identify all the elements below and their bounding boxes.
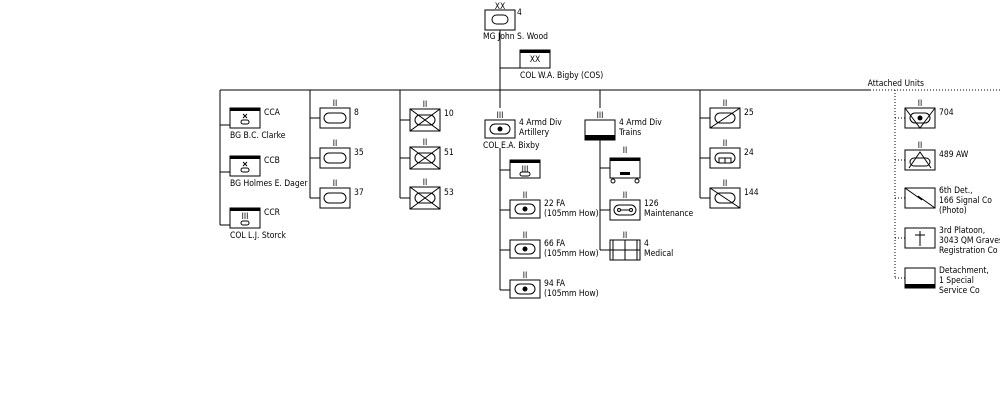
size-marker: III <box>597 111 604 121</box>
size-marker: II <box>523 231 528 241</box>
size-marker: II <box>623 231 628 241</box>
unit-label-line2: 3043 QM Graves <box>939 236 1000 246</box>
unit-number: 53 <box>444 188 454 198</box>
unit-name-line2: Artillery <box>519 128 550 138</box>
unit-name-line2: Trains <box>618 128 641 138</box>
division-trains-node: III 4 Armd Div Trains <box>584 111 662 141</box>
unit-label-line1: 6th Det., <box>939 186 973 196</box>
size-marker: II <box>333 179 338 189</box>
combat-command-ccr: III CCR COL L.J. Storck <box>229 207 287 241</box>
attached-aw-battalion-489: II 489 AW <box>904 141 969 171</box>
unit-label-line2: (105mm How) <box>544 289 599 299</box>
unit-number: 10 <box>444 109 454 119</box>
unit-number: 8 <box>354 108 359 118</box>
unit-label-line2: (105mm How) <box>544 249 599 259</box>
engineer-battalion-24: II 24 <box>709 139 754 169</box>
attached-graves-registration-platoon: 3rd Platoon, 3043 QM Graves Registration… <box>904 226 1000 256</box>
commander-label: BG B.C. Clarke <box>230 131 286 141</box>
unit-name-line1: 4 Armd Div <box>519 118 562 128</box>
infantry-battalion-51: II 51 <box>409 138 454 170</box>
unit-name: CCA <box>264 108 281 118</box>
unit-label-line3: (Photo) <box>939 206 967 216</box>
size-marker: II <box>723 99 728 109</box>
size-marker: II <box>723 179 728 189</box>
attached-signal-detachment: 6th Det., 166 Signal Co (Photo) <box>904 186 992 216</box>
unit-label-line2: 166 Signal Co <box>939 196 992 206</box>
attached-units-label: Attached Units <box>868 79 924 89</box>
size-marker: II <box>918 141 923 151</box>
commander-label: COL L.J. Storck <box>230 231 287 241</box>
unit-label-line1: 489 AW <box>939 150 969 160</box>
size-marker: XX <box>495 2 505 12</box>
unit-number: 24 <box>744 148 754 158</box>
size-marker: II <box>423 138 428 148</box>
unit-label-line3: Registration Co <box>939 246 998 256</box>
tank-battalion-35: II 35 <box>319 139 364 169</box>
aaa-battalion-144: II 144 <box>709 179 759 209</box>
connector-lines <box>219 30 1000 291</box>
unit-label-line1: 4 <box>644 239 649 249</box>
size-marker: II <box>523 271 528 281</box>
field-artillery-22: II 22 FA (105mm How) <box>509 191 599 219</box>
division-hq-node: XX 4 MG John S. Wood <box>483 2 548 42</box>
unit-label-line1: Detachment, <box>939 266 989 276</box>
infantry-battalion-10: II 10 <box>409 100 454 132</box>
unit-label-line2: 1 Special <box>939 276 974 286</box>
maintenance-battalion-126: II 126 Maintenance <box>609 191 694 221</box>
unit-number: 37 <box>354 188 364 198</box>
unit-label-line2: Medical <box>644 249 673 259</box>
commander-label: MG John S. Wood <box>483 32 548 42</box>
size-marker: II <box>723 139 728 149</box>
unit-label-line1: 94 FA <box>544 279 566 289</box>
unit-label-line1: 126 <box>644 199 659 209</box>
commander-label: COL W.A. Bigby (COS) <box>520 71 603 81</box>
cavalry-squadron-25: II 25 <box>709 99 754 129</box>
tank-battalion-37: II 37 <box>319 179 364 209</box>
unit-name-line1: 4 Armd Div <box>619 118 662 128</box>
size-marker: II <box>623 146 628 156</box>
size-marker: XX <box>530 55 540 65</box>
unit-number: 144 <box>744 188 759 198</box>
size-marker: II <box>918 99 923 109</box>
unit-label-line2: (105mm How) <box>544 209 599 219</box>
commander-label: COL E.A. Bixby <box>483 141 540 151</box>
size-marker: II <box>423 178 428 188</box>
field-artillery-94: II 94 FA (105mm How) <box>509 271 599 299</box>
size-marker: III <box>497 111 504 121</box>
infantry-battalion-53: II 53 <box>409 178 454 210</box>
medical-battalion-4: II 4 Medical <box>609 231 673 261</box>
chief-of-staff-node: XX COL W.A. Bigby (COS) <box>519 49 603 81</box>
size-marker: II <box>523 191 528 201</box>
size-marker: II <box>333 139 338 149</box>
attached-special-service-detachment: Detachment, 1 Special Service Co <box>904 266 989 296</box>
unit-label-line3: Service Co <box>939 286 980 296</box>
division-number: 4 <box>517 8 522 18</box>
trains-hq: II <box>609 146 641 184</box>
size-marker: III <box>522 165 529 175</box>
attached-td-battalion-704: II 704 <box>904 99 954 129</box>
unit-name: CCB <box>264 156 280 166</box>
combat-command-cca: CCA BG B.C. Clarke <box>229 107 286 141</box>
size-marker: II <box>333 99 338 109</box>
unit-label-line1: 22 FA <box>544 199 566 209</box>
artillery-hq-battery: III <box>509 159 541 179</box>
unit-label-line2: Maintenance <box>644 209 694 219</box>
unit-label-line1: 3rd Platoon, <box>939 226 985 236</box>
size-marker: II <box>623 191 628 201</box>
unit-label-line1: 704 <box>939 108 954 118</box>
division-artillery-node: III 4 Armd Div Artillery COL E.A. Bixby <box>483 111 562 151</box>
tank-battalion-8: II 8 <box>319 99 359 129</box>
unit-number: 25 <box>744 108 754 118</box>
commander-label: BG Holmes E. Dager <box>230 179 308 189</box>
size-marker: II <box>423 100 428 110</box>
unit-number: 51 <box>444 148 454 158</box>
combat-command-ccb: CCB BG Holmes E. Dager <box>229 155 308 189</box>
unit-number: 35 <box>354 148 364 158</box>
unit-name: CCR <box>264 208 281 218</box>
field-artillery-66: II 66 FA (105mm How) <box>509 231 599 259</box>
unit-label-line1: 66 FA <box>544 239 566 249</box>
size-marker: III <box>242 212 249 222</box>
